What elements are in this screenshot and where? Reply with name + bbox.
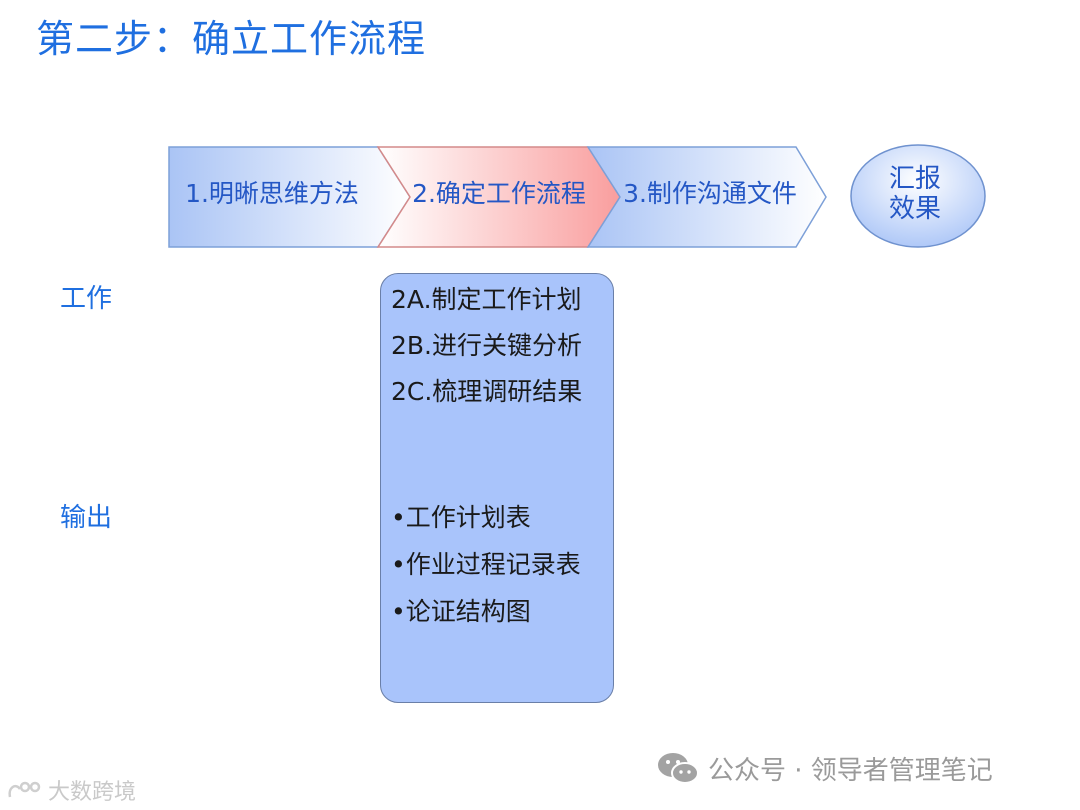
step-2-detail-box: 2A.制定工作计划 2B.进行关键分析 2C.梳理调研结果 •工作计划表 •作业… (380, 273, 614, 703)
watermark-text: 大数跨境 (48, 780, 137, 805)
report-ellipse (850, 144, 986, 248)
watermark: 大数跨境 (6, 774, 136, 806)
row-label-work: 工作 (60, 284, 113, 314)
output-item: •作业过程记录表 (391, 550, 581, 579)
flow-step-2-label: 2.确定工作流程 (412, 179, 586, 208)
flow-step-3-label: 3.制作沟通文件 (623, 179, 797, 208)
flow-step-3-shape (586, 146, 827, 248)
wechat-icon (658, 753, 699, 784)
report-label-line1: 汇报 (888, 164, 941, 194)
wechat-account-text: 公众号 · 领导者管理笔记 (708, 755, 993, 786)
flow-step-1-label: 1.明晰思维方法 (185, 179, 359, 208)
work-item: 2B.进行关键分析 (391, 331, 583, 360)
wechat-account-badge: 公众号 · 领导者管理笔记 (656, 748, 993, 788)
work-item: 2C.梳理调研结果 (391, 377, 583, 406)
process-flow (168, 144, 986, 248)
output-item: •论证结构图 (391, 597, 531, 626)
watermark-logo-icon (8, 781, 41, 798)
page-title: 第二步：确立工作流程 (36, 17, 427, 61)
report-label-line2: 效果 (888, 194, 941, 224)
work-item: 2A.制定工作计划 (391, 285, 582, 314)
report-label: 汇报 效果 (858, 164, 972, 224)
output-item: •工作计划表 (391, 503, 531, 532)
row-label-output: 输出 (60, 503, 113, 533)
